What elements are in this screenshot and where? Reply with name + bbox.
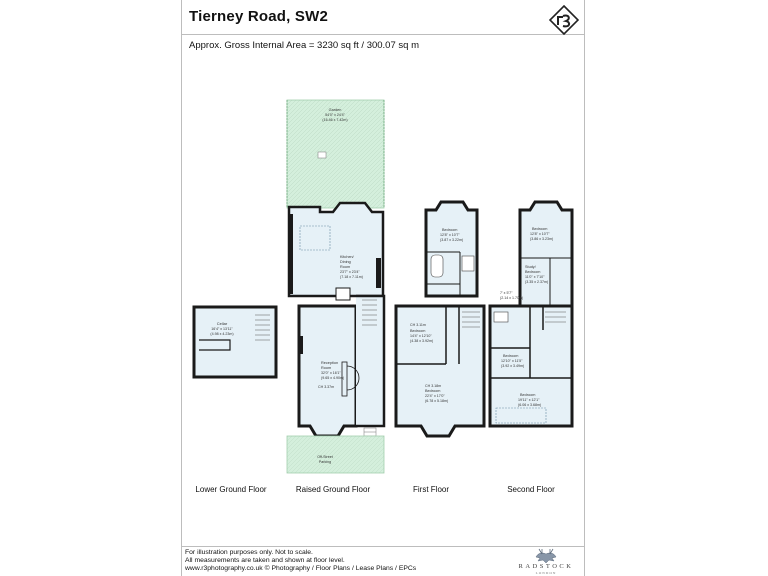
- ff-mid-dims1: 14'4" x 12'10": [410, 334, 432, 338]
- sf-bedroom-mid-dims2: (3.92 x 3.49m): [501, 364, 524, 368]
- agent-sub: LONDON: [535, 571, 557, 575]
- ff-mid-ch: CH 3.11m: [410, 323, 426, 327]
- plan-sheet: [181, 0, 585, 576]
- ff-bedroom-back-name: Bedroom: [442, 228, 457, 232]
- floor-label-second: Second Floor: [507, 485, 555, 494]
- reception-line2: Room: [321, 366, 331, 370]
- reception-dims2: (9.65 x 4.90m): [321, 376, 344, 380]
- ff-front-dims1: 22'4" x 17'0": [425, 394, 445, 398]
- cellar-room: [192, 305, 278, 379]
- kitchen-line2: Dining: [340, 260, 351, 264]
- parking-line1: Off-Street: [317, 455, 333, 459]
- first-floor: Bedroom 12'8" x 10'7" (3.87 x 3.22m) CH …: [394, 200, 486, 438]
- footer-divider: [181, 546, 585, 547]
- sf-study-line1: Study/: [525, 265, 537, 269]
- sf-study-dims2: (3.35 x 2.37m): [525, 280, 548, 284]
- disclaimer-line2: All measurements are taken and shown at …: [185, 557, 345, 564]
- garden-dims1: 54'0" x 24'4": [325, 113, 345, 117]
- garden-name: Garden: [329, 108, 342, 112]
- sf-bedroom-back-name: Bedroom: [532, 227, 547, 231]
- second-floor-main: [488, 304, 574, 428]
- property-title: Tierney Road, SW2: [189, 8, 328, 25]
- stag-logo-icon: [535, 548, 557, 564]
- hallway: [356, 294, 386, 428]
- first-floor-back-wing: [424, 200, 479, 298]
- sf-bedroom-mid-dims1: 12'10" x 11'5": [501, 359, 523, 363]
- ff-front-ch: CH 3.18m: [425, 384, 441, 388]
- first-floor-main: [394, 304, 486, 438]
- sf-study-dims1: 11'0" x 7'10": [525, 275, 545, 279]
- credits-link[interactable]: www.r3photography.co.uk © Photography / …: [185, 565, 417, 572]
- ff-bedroom-back-dims2: (3.87 x 3.22m): [440, 238, 463, 242]
- cellar-dims2: (4.98 x 4.23m): [210, 332, 233, 336]
- kitchen-dims1: 23'7" x 23'4": [340, 270, 360, 274]
- reception-line1: Reception: [321, 361, 338, 365]
- cellar-name: Cellar: [217, 321, 228, 326]
- raised-ground-floor: Garden 54'0" x 24'4" (16.46 x 7.42m) Kit…: [286, 99, 386, 474]
- floor-label-first: First Floor: [413, 485, 449, 494]
- kitchen-dining-room: [287, 201, 385, 298]
- ff-front-name: Bedroom: [425, 389, 440, 393]
- header-divider: [181, 34, 585, 35]
- sf-bedroom-back-dims2: (3.86 x 3.23m): [530, 237, 553, 241]
- kitchen-line1: Kitchen/: [340, 255, 355, 259]
- second-floor-back-wing: [518, 200, 574, 308]
- sf-bedroom-front-dims1: 19'11" x 12'1": [518, 398, 540, 402]
- sf-bedroom-back-dims1: 12'8" x 10'7": [530, 232, 550, 236]
- agent-name: RADSTOCK: [518, 563, 574, 570]
- ff-front-dims2: (6.78 x 5.18m): [425, 399, 448, 403]
- garden-dims2: (16.46 x 7.42m): [322, 118, 347, 122]
- ff-mid-name: Bedroom: [410, 329, 425, 333]
- sf-bedroom-front-name: Bedroom: [520, 393, 535, 397]
- sf-store-line1: 7' x 5'7": [500, 291, 513, 295]
- ff-bedroom-back-dims1: 12'8" x 10'7": [440, 233, 460, 237]
- gross-area: Approx. Gross Internal Area = 3230 sq ft…: [189, 40, 419, 51]
- parking-line2: Parking: [319, 460, 331, 464]
- kitchen-line3: Room: [340, 265, 350, 269]
- ff-mid-dims2: (4.38 x 3.92m): [410, 339, 433, 343]
- sf-study-line2: Bedroom: [525, 270, 540, 274]
- raised-ceiling-height: CH 3.37m: [318, 385, 334, 389]
- cellar-dims1: 16'4" x 13'11": [211, 327, 233, 331]
- floor-label-lower-ground: Lower Ground Floor: [195, 485, 267, 494]
- floor-label-raised-ground: Raised Ground Floor: [295, 485, 371, 494]
- second-floor: Bedroom 12'8" x 10'7" (3.86 x 3.23m) Stu…: [488, 200, 574, 428]
- r3-logo-icon: [549, 5, 579, 35]
- disclaimer-line1: For illustration purposes only. Not to s…: [185, 549, 313, 556]
- sf-store-line2: (2.14 x 1.70m): [500, 296, 523, 300]
- kitchen-dims2: (7.18 x 7.11m): [340, 275, 363, 279]
- sf-bedroom-mid-name: Bedroom: [503, 354, 518, 358]
- lower-ground-floor: Cellar 16'4" x 13'11" (4.98 x 4.23m): [192, 305, 278, 379]
- sf-bedroom-front-dims2: (6.06 x 3.68m): [518, 403, 541, 407]
- reception-dims1: 32'0" x 16'1": [321, 371, 341, 375]
